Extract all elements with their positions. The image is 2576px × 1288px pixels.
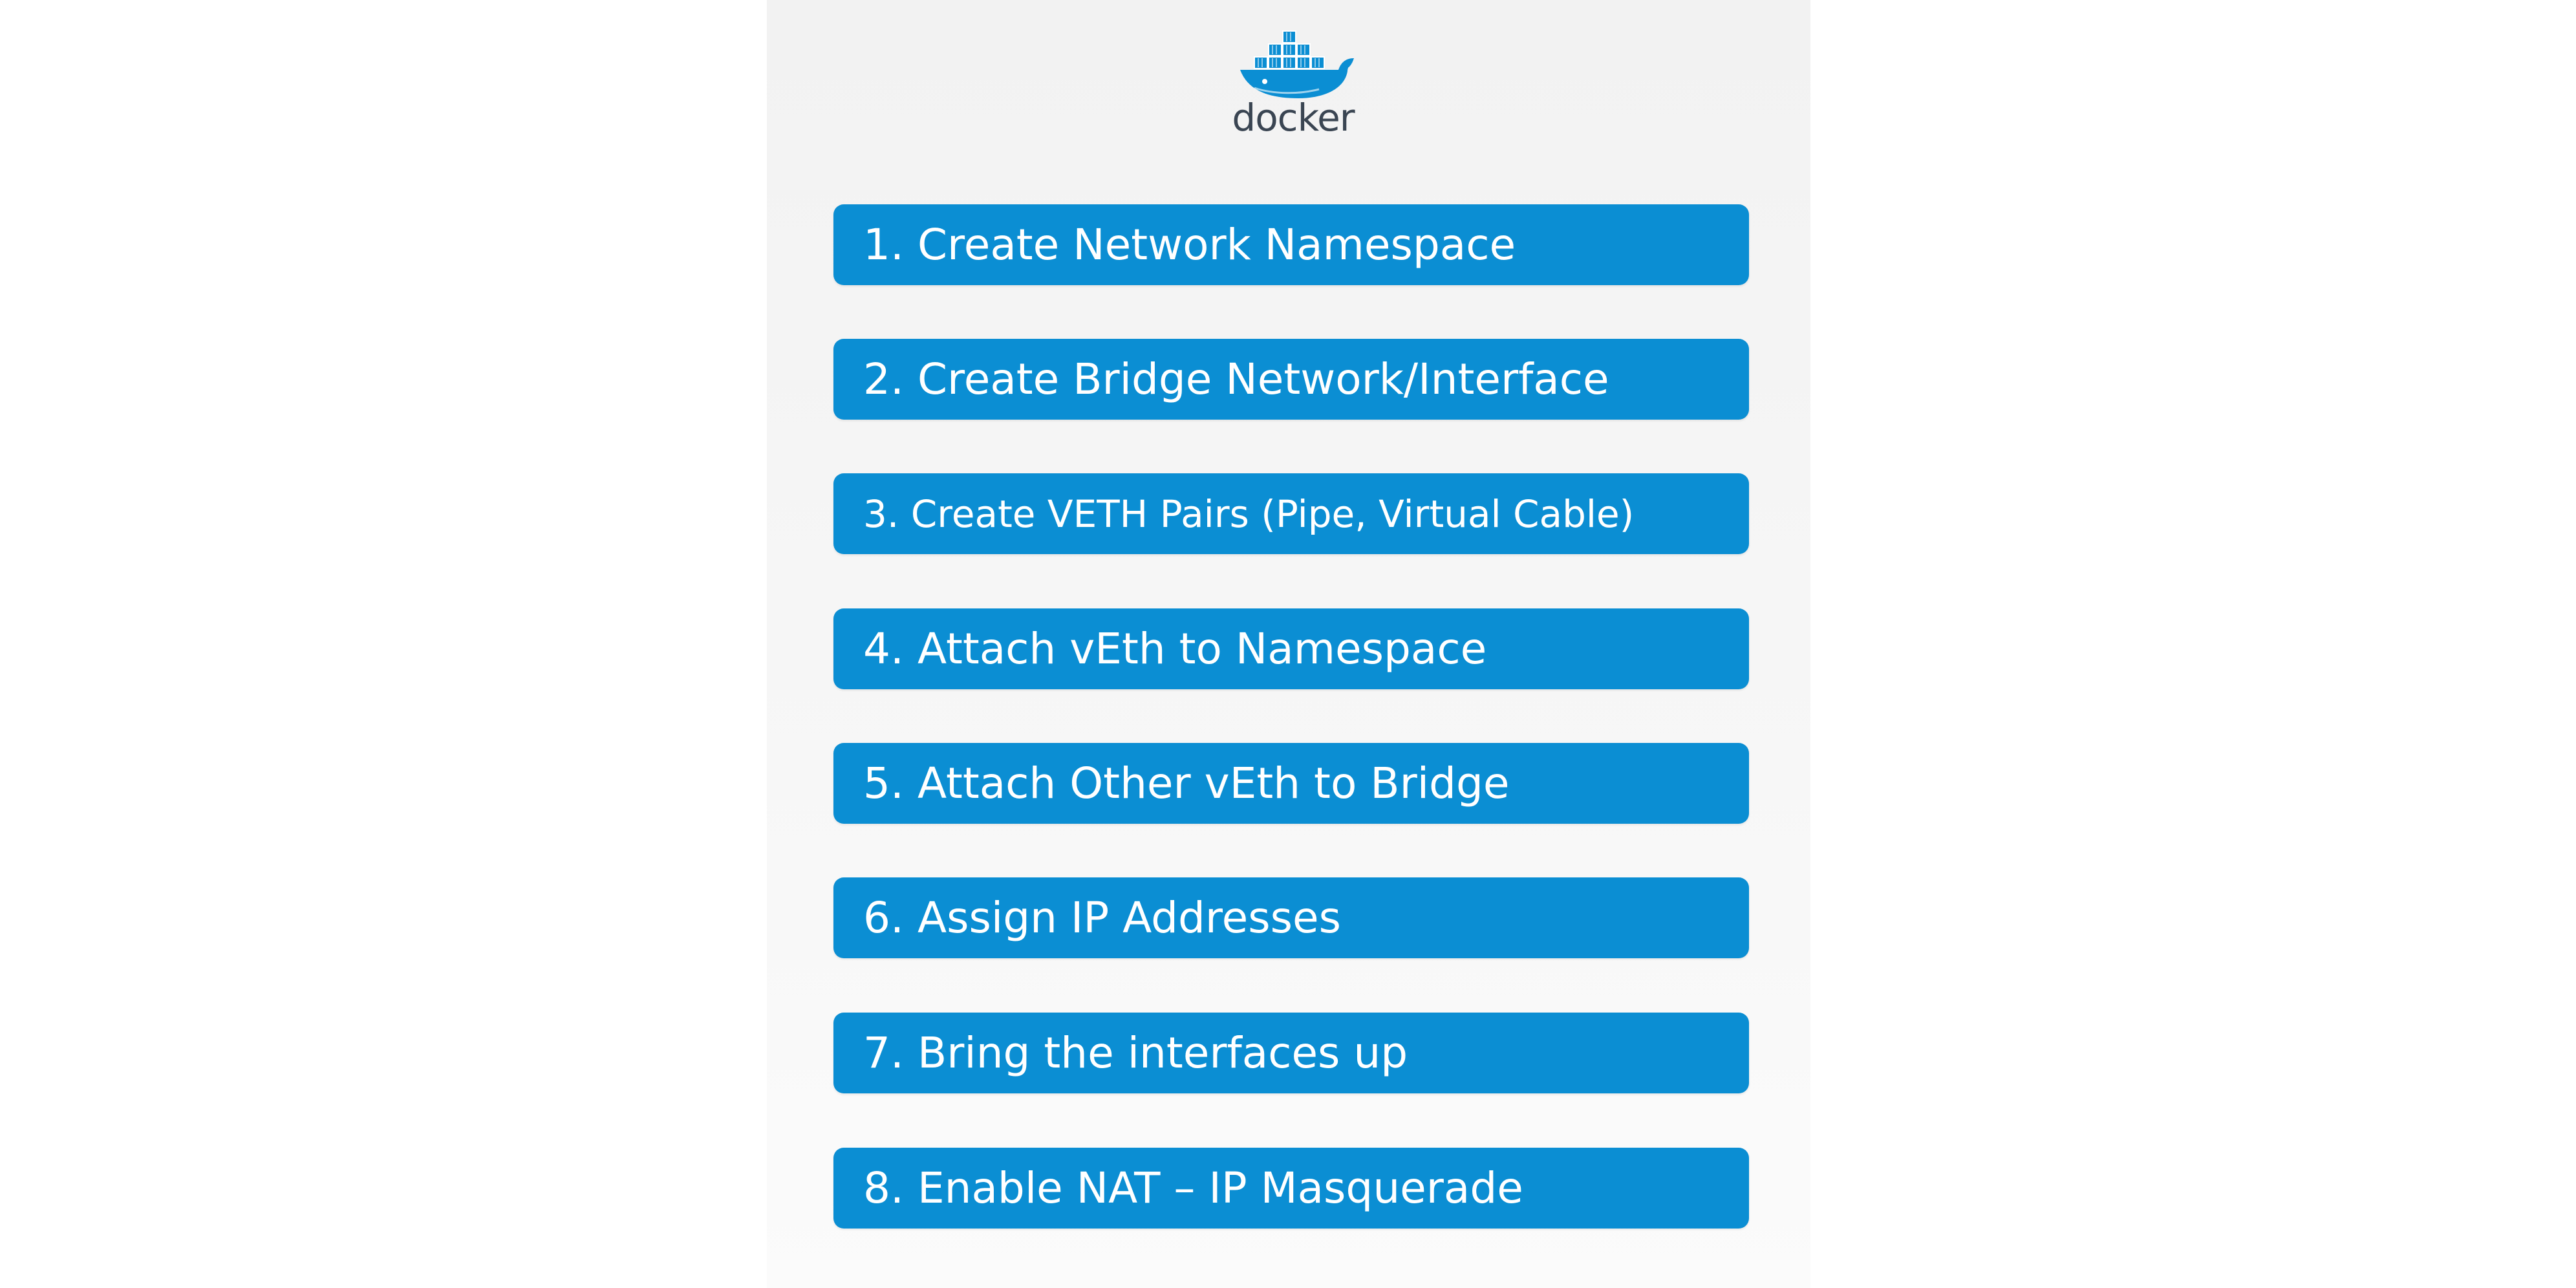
docker-whale-icon [1240,30,1354,98]
slide: docker 1. Create Network Namespace 2. Cr… [767,0,1810,1288]
step-7: 7. Bring the interfaces up [833,1013,1749,1093]
step-5: 5. Attach Other vEth to Bridge [833,743,1749,824]
docker-logo: docker [1229,26,1358,140]
step-6: 6. Assign IP Addresses [833,877,1749,958]
step-1: 1. Create Network Namespace [833,204,1749,285]
step-4: 4. Attach vEth to Namespace [833,608,1749,689]
step-3: 3. Create VETH Pairs (Pipe, Virtual Cabl… [833,473,1749,554]
logo-text: docker [1232,96,1355,140]
step-8: 8. Enable NAT – IP Masquerade [833,1148,1749,1229]
step-2: 2. Create Bridge Network/Interface [833,339,1749,420]
